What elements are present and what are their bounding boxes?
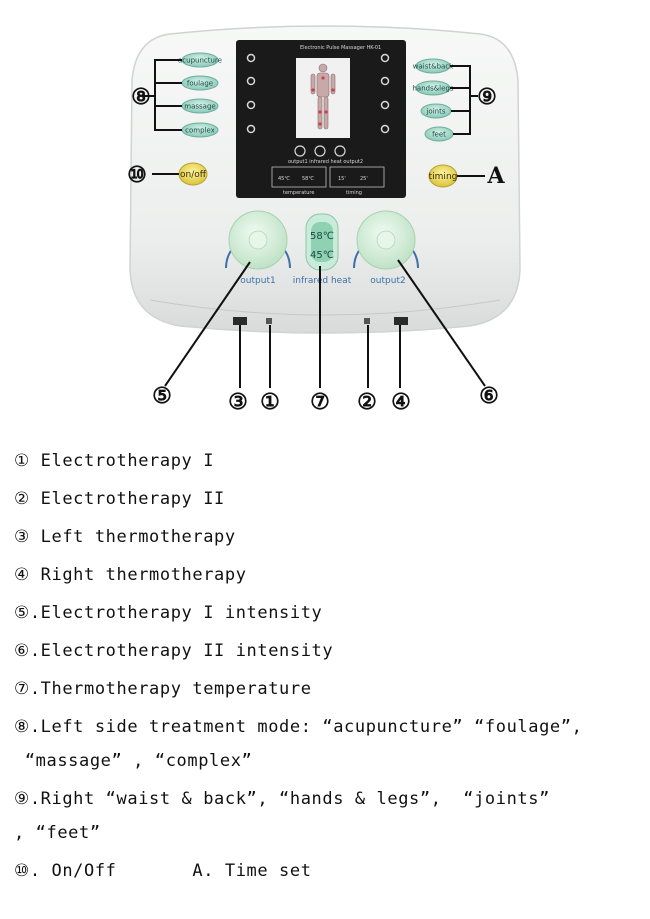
device-diagram: Electronic Pulse Massager HK-01 output1 … <box>127 25 521 415</box>
screen-temp-box <box>271 166 327 188</box>
callout-8: ⑧ <box>131 84 151 110</box>
legend-item-5: ⑤.Electrotherapy I intensity <box>14 603 323 623</box>
temperature-switch-inner <box>311 222 333 262</box>
legend-item-1: ① Electrotherapy I <box>14 451 215 471</box>
right-electro-port[interactable] <box>364 318 370 324</box>
legend-item-9: ⑨.Right “waist & back”, “hands & legs”, … <box>14 789 550 809</box>
screen-title: Electronic Pulse Massager HK-01 <box>300 45 381 51</box>
right-mode-buttons[interactable]: waist&back hands&legs joints feet <box>412 58 454 142</box>
waist-back-label: waist&back <box>413 63 454 71</box>
legend-list: ① Electrotherapy I ② Electrotherapy II ③… <box>14 452 644 900</box>
callout-4: ④ <box>391 389 411 415</box>
callout-A: A <box>486 163 505 189</box>
joints-label: joints <box>425 108 445 116</box>
temp-low-label: 45℃ <box>310 250 334 261</box>
complex-label: complex <box>185 127 215 135</box>
callout-5: ⑤ <box>152 383 172 409</box>
callout-2: ② <box>357 389 377 415</box>
power-button-label: on/off <box>180 170 207 180</box>
body-figure-icon <box>310 63 336 130</box>
body-points <box>311 76 335 126</box>
screen-sub-temperature: temperature <box>283 190 314 196</box>
output1-label: output1 <box>240 276 275 286</box>
callout-3: ③ <box>228 389 248 415</box>
screen-mode-icons <box>294 145 346 157</box>
screen-footer: output1 infrared heat output2 <box>288 159 363 165</box>
output2-label: output2 <box>370 276 405 286</box>
left-mode-buttons[interactable]: acupuncture foulage massage complex <box>178 52 222 138</box>
legend-item-8: ⑧.Left side treatment mode: “acupuncture… <box>14 717 583 737</box>
legend-item-4: ④ Right thermotherapy <box>14 565 247 585</box>
callout-9: ⑨ <box>477 84 497 110</box>
screen-temp-high: 58℃ <box>302 176 314 182</box>
legend-item-2: ② Electrotherapy II <box>14 489 225 509</box>
hands-legs-label: hands&legs <box>412 85 453 93</box>
right-knob-cap <box>376 230 396 250</box>
acupuncture-label: acupuncture <box>178 57 222 65</box>
temp-high-label: 58℃ <box>310 231 334 242</box>
screen-temp-low: 45℃ <box>278 176 290 182</box>
screen-time-short: 15' <box>338 176 346 182</box>
screen-time-long: 25' <box>360 176 368 182</box>
legend-item-9-cont: , “feet” <box>14 823 101 843</box>
foulage-label: foulage <box>187 80 213 88</box>
legend-item-8-cont: “massage” , “complex” <box>14 751 253 771</box>
legend-item-7: ⑦.Thermotherapy temperature <box>14 679 312 699</box>
device-body-edge <box>149 299 501 316</box>
screen-sub-timing: timing <box>346 190 362 196</box>
callout-1: ① <box>260 389 280 415</box>
screen-time-box <box>329 166 385 188</box>
right-thermo-port[interactable] <box>394 317 408 325</box>
left-electro-port[interactable] <box>266 318 272 324</box>
callout-6: ⑥ <box>479 383 499 409</box>
infrared-heat-label: infrared heat <box>293 276 352 286</box>
callout-7: ⑦ <box>310 389 330 415</box>
legend-item-3: ③ Left thermotherapy <box>14 527 236 547</box>
timing-button-label: timing <box>429 172 458 182</box>
left-knob-cap <box>248 230 268 250</box>
legend-item-10: ⑩. On/Off A. Time set <box>14 861 312 881</box>
callout-10: ⑩ <box>127 162 147 188</box>
screen-indicator-dots <box>246 53 390 134</box>
legend-item-6: ⑥.Electrotherapy II intensity <box>14 641 334 661</box>
left-thermo-port[interactable] <box>233 317 247 325</box>
feet-label: feet <box>432 131 446 139</box>
massage-label: massage <box>184 103 215 111</box>
callout-lines <box>143 59 486 388</box>
